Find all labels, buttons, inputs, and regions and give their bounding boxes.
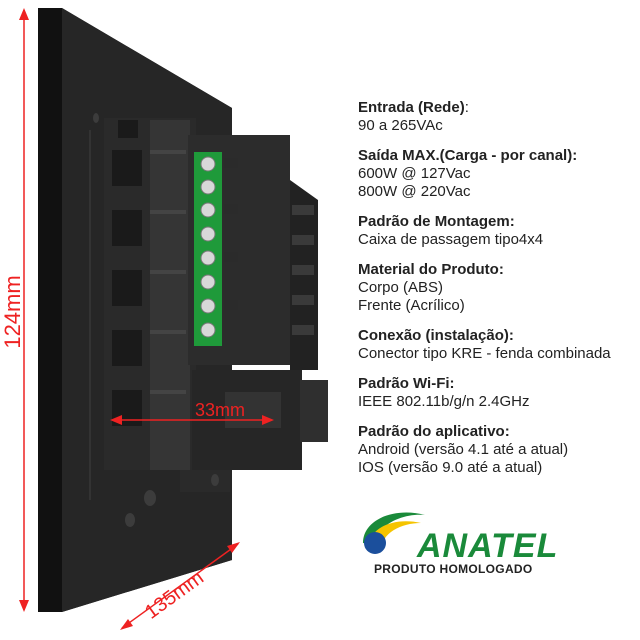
spec-line: 800W @ 220Vac [358,183,471,200]
spec-line: Corpo (ABS) [358,279,444,296]
spec-line: IEEE 802.11b/g/n 2.4GHz [358,393,530,410]
spec-title: Entrada (Rede) [358,99,465,116]
spec-title: Saída MAX.(Carga - por canal): [358,147,578,164]
spec-connection: Conexão (instalação): Conector tipo KRE … [358,327,640,363]
spec-line: IOS (versão 9.0 até a atual) [358,459,543,476]
spec-max-output: Saída MAX.(Carga - por canal): 600W @ 12… [358,147,640,201]
spec-wifi: Padrão Wi-Fi: IEEE 802.11b/g/n 2.4GHz [358,375,640,411]
front-panel-face [38,8,62,612]
spec-line: 90 a 265VAc [358,117,443,134]
spec-material: Material do Produto: Corpo (ABS) Frente … [358,261,640,315]
spec-title: Padrão Wi-Fi: [358,375,455,392]
spec-title-suffix: : [464,99,469,116]
spec-title: Conexão (instalação): [358,327,514,344]
spec-line: 600W @ 127Vac [358,165,471,182]
height-dimension: 124mm [0,8,29,612]
anatel-brand: ANATEL [417,527,559,565]
spec-app: Padrão do aplicativo: Android (versão 4.… [358,423,640,477]
spec-title: Padrão do aplicativo: [358,423,510,440]
anatel-logo-icon [363,512,425,554]
height-label: 124mm [0,275,25,348]
spec-mounting: Padrão de Montagem: Caixa de passagem ti… [358,213,640,249]
terminal-screws [200,156,216,338]
depth-dimension: 33mm [110,400,274,425]
spec-list: Entrada (Rede): 90 a 265VAc Saída MAX.(C… [358,99,640,489]
spec-title: Padrão de Montagem: [358,213,515,230]
spec-line: Frente (Acrílico) [358,297,465,314]
spec-title: Material do Produto: [358,261,504,278]
depth-label: 33mm [195,400,245,420]
spec-line: Conector tipo KRE - fenda combinada [358,345,611,362]
spec-line: Android (versão 4.1 até a atual) [358,441,569,458]
spec-input: Entrada (Rede): 90 a 265VAc [358,99,640,135]
spec-line: Caixa de passagem tipo4x4 [358,231,544,248]
housing-center [150,120,190,470]
anatel-subtitle: PRODUTO HOMOLOGADO [374,562,533,576]
